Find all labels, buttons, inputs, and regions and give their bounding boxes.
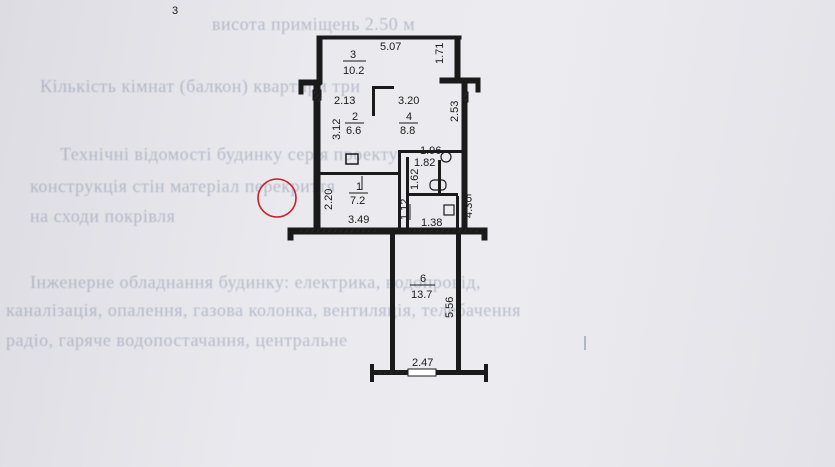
dim-3-12: 3.12	[331, 119, 343, 140]
wall-room6-bottom-left-post	[370, 364, 374, 382]
room-6-number: 6	[420, 273, 426, 285]
sink-fixture	[440, 151, 452, 163]
room-2-area: 6.6	[346, 125, 361, 137]
window-room6	[407, 368, 437, 377]
wall-room6-right	[456, 234, 461, 374]
room-6-area: 13.7	[411, 289, 432, 301]
wall-room6-left	[390, 234, 395, 374]
dim-1-62: 1.62	[409, 169, 421, 190]
wall-room6-bottom-right-post	[484, 364, 488, 382]
dim-1-38: 1.38	[421, 217, 442, 229]
vent-fixture	[443, 204, 455, 216]
dim-2-20: 2.20	[323, 189, 335, 210]
bg-text-line-3: Технічні відомості будинку серія проекту	[60, 144, 399, 164]
toilet-fixture	[429, 179, 447, 191]
outer-walls	[287, 35, 488, 241]
wall-wc-left	[438, 160, 441, 196]
dim-5-07: 5.07	[380, 41, 401, 53]
dim-3-49: 3.49	[348, 214, 369, 226]
room-5-area: 4.3	[463, 203, 475, 218]
wall-bottom-right-post	[481, 227, 488, 241]
wall-bath-left	[398, 150, 401, 230]
window-mark-left	[315, 96, 321, 102]
wall-top-right	[454, 35, 461, 81]
room6-walls	[370, 234, 488, 382]
wall-room4-top-stub	[372, 86, 394, 89]
room-6-label: 6 13.7	[410, 273, 435, 301]
ledge-left-post	[298, 79, 304, 95]
dim-5-56: 5.56	[444, 297, 456, 318]
room-1-label: 1 7.2	[349, 181, 368, 207]
wall-top	[316, 35, 462, 40]
ledge-right-post	[475, 77, 481, 93]
wall-room2-bottom-left	[320, 172, 378, 175]
interior-walls	[315, 86, 462, 230]
bg-text-line-8: радіо, гаряче водопостачання, центральне	[6, 330, 348, 350]
stove-fixture	[345, 153, 359, 165]
dim-2-13: 2.13	[334, 95, 355, 107]
bg-text-line-6: Інженерне обладнання будинку: електрика,…	[30, 272, 482, 292]
doors	[361, 176, 411, 220]
wall-bath-mid	[406, 193, 458, 196]
room-1-number: 1	[356, 181, 362, 193]
dim-1-71: 1.71	[434, 43, 446, 64]
room-2-number: 2	[352, 111, 358, 123]
bg-text-line-5: на сходи покрівля	[30, 206, 176, 226]
hatch-bottom-right	[407, 228, 479, 234]
room-1-area: 7.2	[350, 195, 365, 207]
wall-room2-right	[372, 86, 375, 116]
hatch-right-1	[462, 91, 469, 103]
room-5-label: 5 4.3	[463, 193, 475, 218]
room-2-label: 2 6.6	[345, 111, 364, 137]
wall-bath-top	[398, 150, 462, 153]
wall-room5-left	[456, 196, 459, 230]
room-5-number: 5	[466, 193, 472, 205]
room-3-area: 10.2	[343, 65, 364, 77]
wall-left	[313, 83, 321, 233]
room-4-label: 4 8.8	[399, 111, 418, 137]
dim-3-20: 3.20	[398, 95, 419, 107]
hatch-bottom-left	[299, 228, 381, 234]
wall-bottom-left-post	[287, 227, 294, 241]
dim-2-47: 2.47	[412, 357, 433, 369]
room-3-label: 3 10.2	[343, 49, 366, 77]
wall-room1-top-right	[360, 172, 400, 175]
bg-text-line-1: висота приміщень 2.50 м	[212, 14, 416, 34]
ledge-right-top	[439, 77, 481, 84]
corner-mark: 3	[172, 5, 178, 17]
room-4-area: 8.8	[400, 125, 415, 137]
red-circle-annotation	[257, 178, 297, 218]
wall-top-left	[316, 35, 323, 85]
dim-1-96: 1.96	[420, 145, 441, 157]
room-4-number: 4	[406, 111, 412, 123]
dim-1-82: 1.82	[414, 157, 435, 169]
dim-1-12: 1.12	[399, 199, 411, 220]
bg-text-line-2: Кількість кімнат (балкон) квартири три	[40, 76, 361, 96]
room-3-number: 3	[350, 49, 356, 61]
dim-2-53: 2.53	[449, 101, 461, 122]
